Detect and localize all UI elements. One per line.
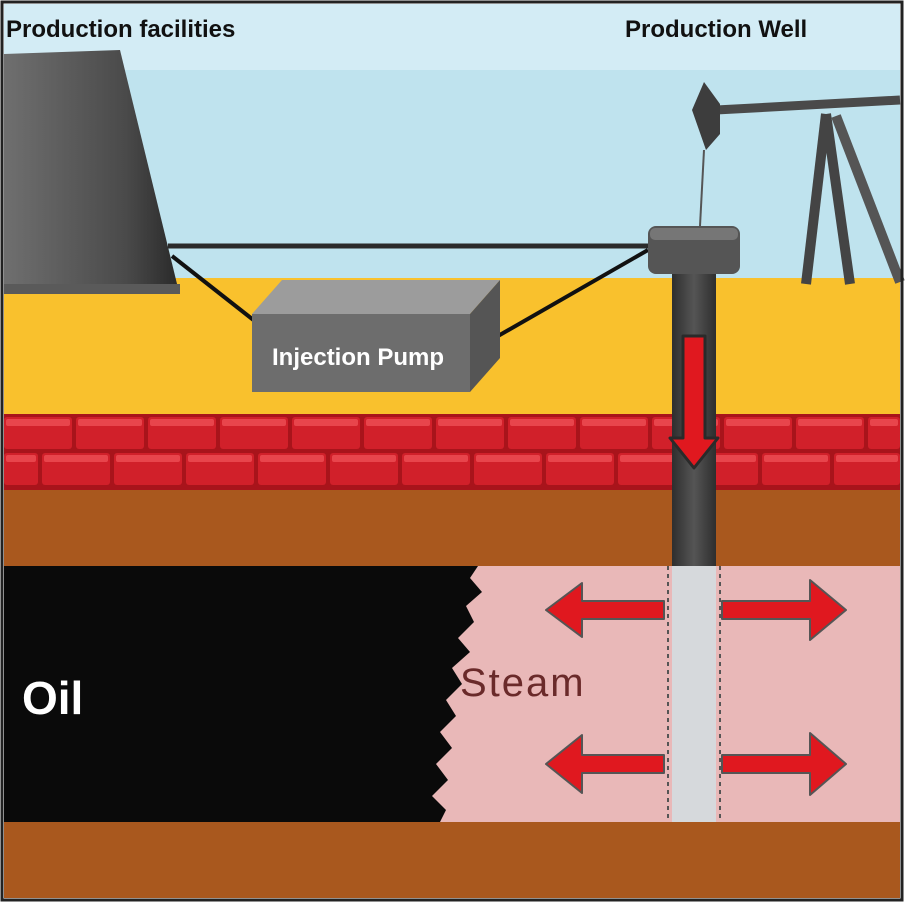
pump-jack	[692, 82, 905, 285]
production-facility-tank	[4, 50, 178, 288]
oil-reservoir	[4, 566, 482, 822]
brick-highlight	[726, 419, 790, 426]
label-injection-pump: Injection Pump	[272, 344, 444, 371]
caprock-brick-layer	[4, 414, 900, 490]
brick-highlight	[6, 455, 36, 462]
well-perforated-section	[667, 566, 721, 822]
brick-highlight	[798, 419, 862, 426]
brick-highlight	[116, 455, 180, 462]
tank-to-pump-line	[170, 254, 258, 324]
brick-highlight	[366, 419, 430, 426]
brick-highlight	[870, 419, 898, 426]
brick-highlight	[294, 419, 358, 426]
soil-layer-lower	[4, 822, 900, 898]
brick-highlight	[582, 419, 646, 426]
steam-arrow-left-lower	[545, 734, 665, 794]
brick-highlight	[764, 455, 828, 462]
soil-layer-upper	[4, 490, 900, 566]
steam-arrow-right-upper	[721, 579, 847, 641]
steam-arrow-left-upper	[545, 582, 665, 638]
brick-highlight	[44, 455, 108, 462]
brick-highlight	[150, 419, 214, 426]
brick-highlight	[404, 455, 468, 462]
brick-highlight	[548, 455, 612, 462]
brick-highlight	[332, 455, 396, 462]
brick-highlight	[260, 455, 324, 462]
brick-highlight	[620, 455, 684, 462]
brick-highlight	[78, 419, 142, 426]
label-production-well: Production Well	[625, 16, 807, 43]
brick-highlight	[836, 455, 898, 462]
sky-top-band	[4, 4, 900, 70]
brick-highlight	[438, 419, 502, 426]
label-steam: Steam	[460, 661, 586, 705]
brick-highlight	[476, 455, 540, 462]
steam-arrow-right-lower	[721, 732, 847, 796]
wellhead	[648, 226, 740, 274]
label-production-facilities: Production facilities	[6, 16, 235, 43]
pump-to-well-line	[497, 248, 649, 338]
injection-pump	[252, 280, 500, 392]
label-oil: Oil	[22, 672, 83, 724]
injection-arrow-down	[668, 334, 720, 470]
production-facility-base	[4, 284, 180, 294]
brick-highlight	[510, 419, 574, 426]
brick-highlight	[222, 419, 286, 426]
brick-highlight	[6, 419, 70, 426]
brick-highlight	[188, 455, 252, 462]
